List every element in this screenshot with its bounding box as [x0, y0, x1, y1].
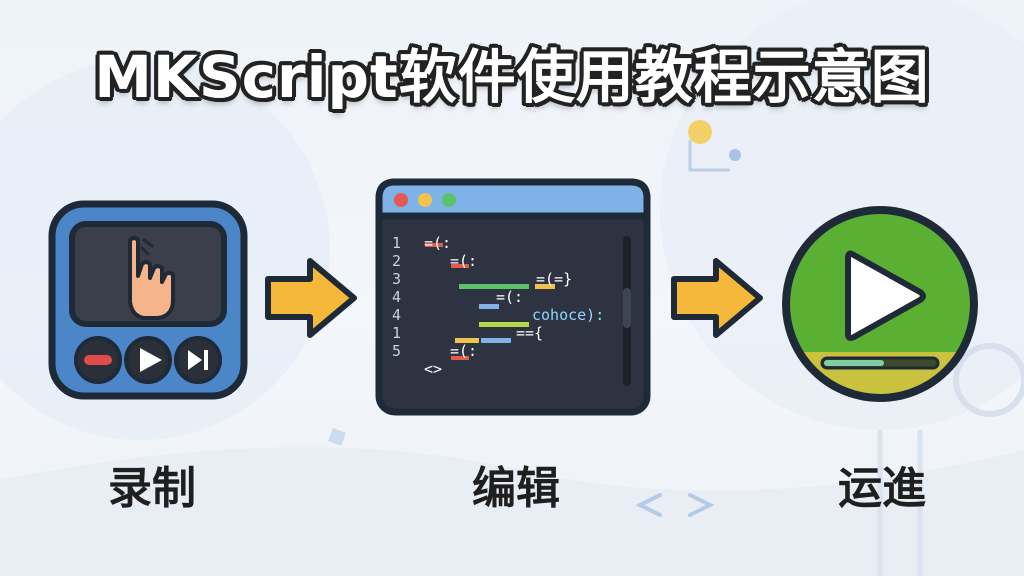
play-button[interactable] [124, 336, 172, 384]
line-number: 3 [392, 270, 402, 288]
hand-cursor-icon [128, 236, 175, 320]
code-line: =(: [450, 252, 478, 270]
line-number: 4 [392, 288, 402, 306]
arrow-right-icon [265, 258, 357, 338]
code-line: =(: [424, 234, 452, 252]
play-icon [782, 206, 978, 402]
line-number: 1 [392, 324, 402, 342]
step-label-edit: 编辑 [472, 463, 560, 514]
line-number: 5 [392, 342, 402, 360]
line-number: 2 [392, 252, 402, 270]
code-line: =(=} [536, 270, 573, 288]
code-line: =={ [516, 324, 544, 342]
line-number: 4 [392, 306, 402, 324]
editor-code-area: 1 2 3 4 4 1 5 =(: =(: =(=} =(: cohoce): … [388, 234, 618, 394]
step-label-record: 录制 [108, 463, 196, 514]
page-title: MKScript软件使用教程示意图 [94, 43, 930, 111]
maximize-dot-icon [442, 193, 456, 207]
arrow-right-icon [671, 258, 763, 338]
step-label-run: 运進 [838, 463, 926, 514]
code-line: <> [424, 360, 443, 378]
recorder-pointer-icon [48, 200, 248, 400]
record-button[interactable] [74, 336, 122, 384]
code-editor-window-icon [375, 178, 651, 416]
skip-button[interactable] [174, 336, 222, 384]
code-line: =(: [450, 342, 478, 360]
minimize-dot-icon [418, 193, 432, 207]
close-dot-icon [394, 193, 408, 207]
line-number: 1 [392, 234, 402, 252]
code-line: cohoce): [532, 306, 605, 324]
code-line: =(: [496, 288, 524, 306]
